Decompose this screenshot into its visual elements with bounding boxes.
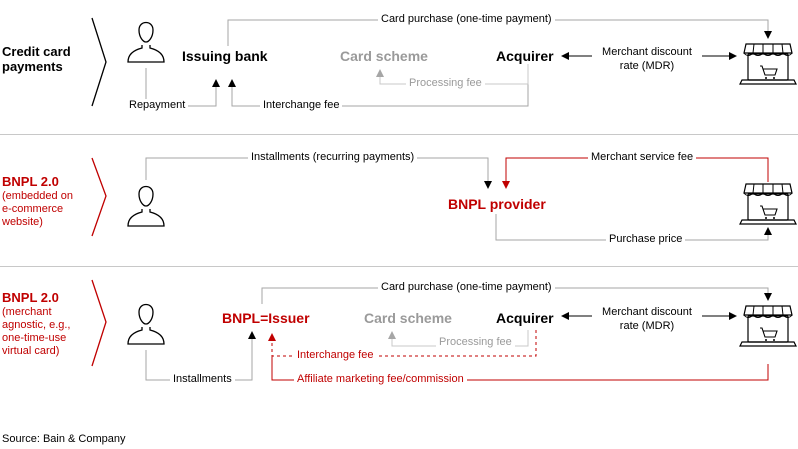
person-icon	[127, 185, 165, 227]
mdr-label: Merchant discount rate (MDR)	[592, 305, 702, 333]
installments-label: Installments	[170, 373, 235, 386]
card-scheme-node: Card scheme	[340, 48, 428, 64]
issuing-bank-node: Issuing bank	[182, 48, 268, 64]
bnpl-issuer-node: BNPL=Issuer	[222, 310, 310, 326]
row3-title: BNPL 2.0	[2, 290, 59, 305]
repayment-label: Repayment	[126, 99, 189, 112]
bnpl-provider-node: BNPL provider	[448, 196, 546, 212]
installments-label: Installments (recurring payments)	[248, 151, 418, 164]
row2-title: BNPL 2.0	[2, 174, 59, 189]
purchase-price-label: Purchase price	[606, 233, 686, 246]
person-icon	[127, 21, 165, 63]
processing-fee-label: Processing fee	[406, 77, 485, 90]
acquirer-node: Acquirer	[496, 48, 554, 64]
card-purchase-label: Card purchase (one-time payment)	[378, 13, 555, 26]
row3-subtitle: (merchant agnostic, e.g., one-time-use v…	[2, 306, 71, 357]
row1-title: Credit card payments	[2, 44, 71, 74]
card-purchase-label: Card purchase (one-time payment)	[378, 281, 555, 294]
interchange-fee-label: Interchange fee	[260, 99, 343, 112]
merchant-service-fee-label: Merchant service fee	[588, 151, 697, 164]
person-icon	[127, 303, 165, 345]
mdr-label: Merchant discount rate (MDR)	[592, 45, 702, 73]
row-separator	[0, 266, 798, 267]
row2-subtitle: (embedded on e-commerce website)	[2, 190, 73, 228]
acquirer-node: Acquirer	[496, 310, 554, 326]
storefront-laptop-icon	[739, 183, 797, 225]
processing-fee-label: Processing fee	[436, 336, 515, 349]
interchange-fee-label: Interchange fee	[294, 349, 377, 362]
affiliate-fee-label: Affiliate marketing fee/commission	[294, 373, 467, 386]
card-scheme-node: Card scheme	[364, 310, 452, 326]
row-separator	[0, 134, 798, 135]
storefront-laptop-icon	[739, 43, 797, 85]
source-note: Source: Bain & Company	[2, 433, 126, 445]
storefront-laptop-icon	[739, 305, 797, 347]
